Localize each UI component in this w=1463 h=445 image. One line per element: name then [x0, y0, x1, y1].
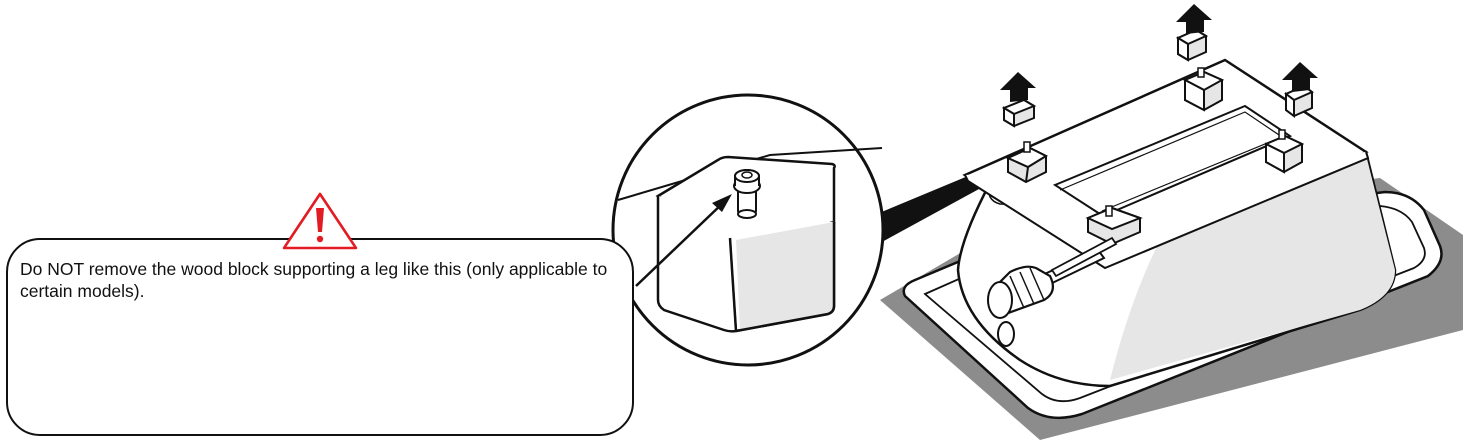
magnifier-edge-line: [617, 147, 883, 201]
board-block-top: [1182, 67, 1225, 112]
board-block-left: [1005, 141, 1049, 184]
warning-note-text: Do NOT remove the wood block supporting …: [20, 259, 608, 301]
magnifier-detail: [611, 93, 990, 367]
warning-triangle-overlay: [282, 192, 358, 250]
up-arrow-icon: [1000, 72, 1036, 102]
board-block-front: [1085, 205, 1143, 246]
screwdriver: [987, 236, 1118, 347]
lifted-block-top: [1175, 28, 1209, 62]
board-inner-frame: [1052, 104, 1293, 218]
leg-bolt: [733, 169, 761, 219]
up-arrow-icon: [1282, 62, 1318, 92]
bathtub-illustration: [880, 58, 1463, 440]
pointer-arrow: [635, 194, 732, 287]
board-block-right: [1263, 129, 1305, 174]
up-arrow-icon: [1176, 4, 1212, 34]
lifted-block-left: [1001, 98, 1037, 128]
